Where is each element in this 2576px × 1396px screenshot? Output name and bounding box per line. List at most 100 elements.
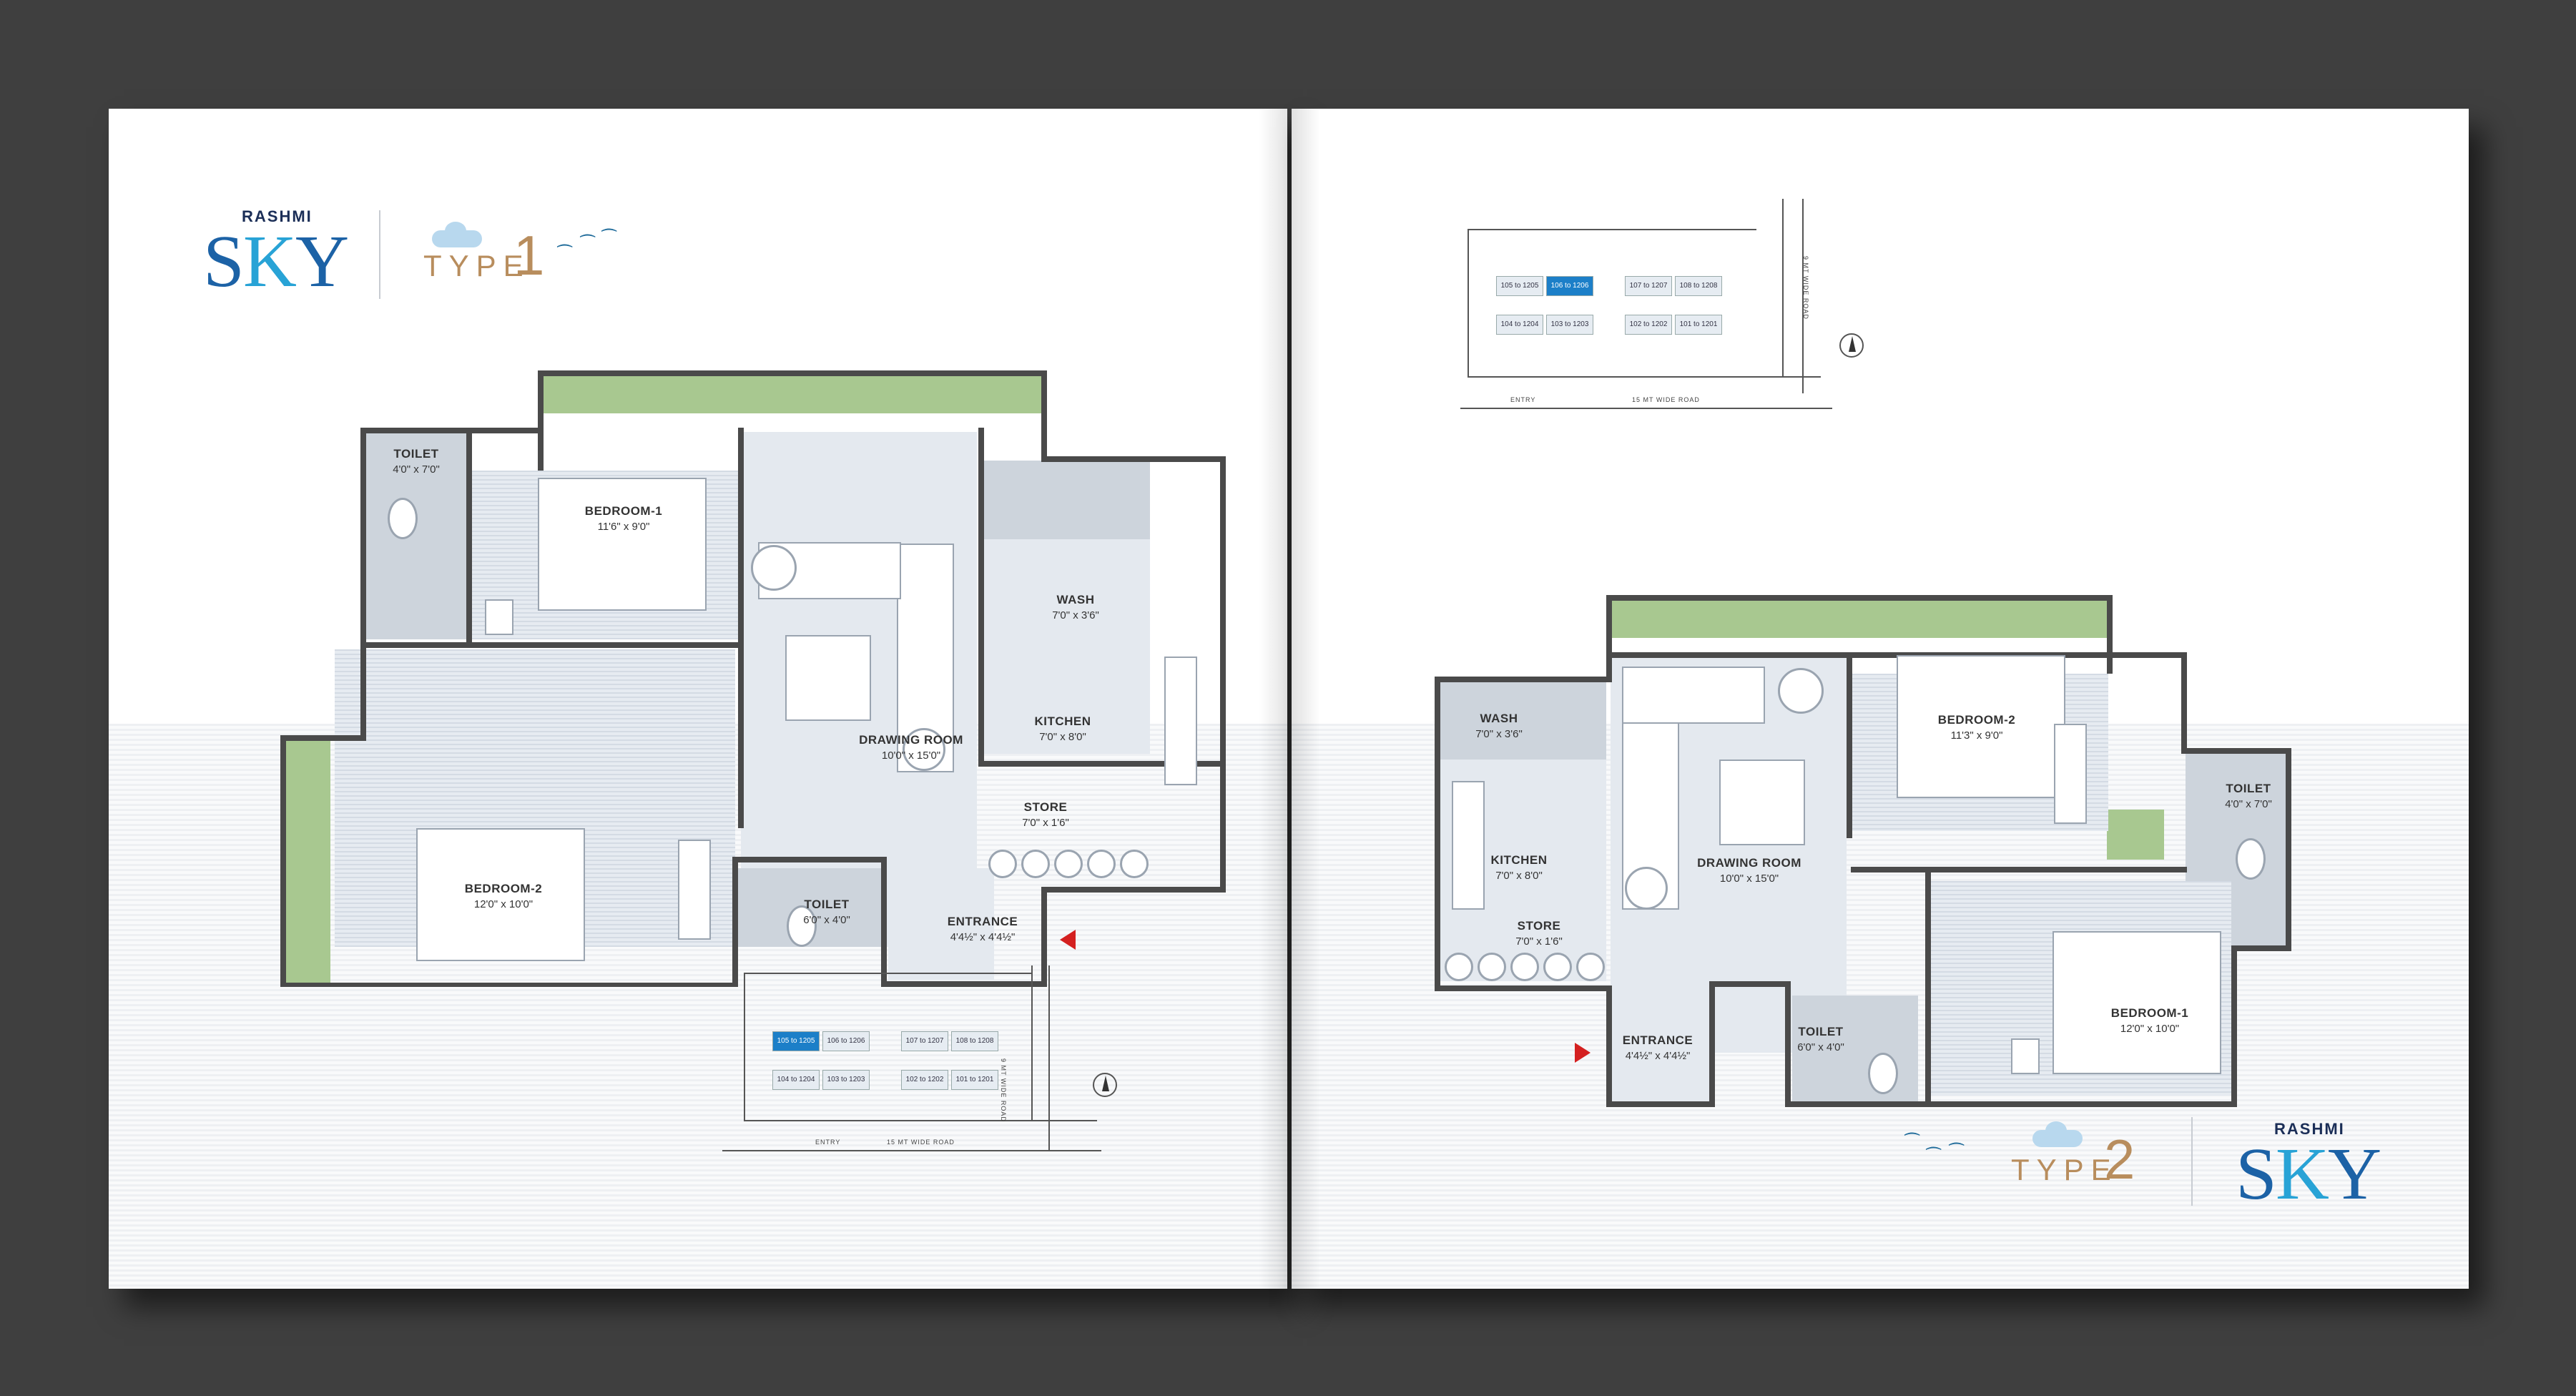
table (785, 635, 871, 721)
side-garden (2107, 810, 2164, 860)
north-arrow-icon (1093, 1073, 1117, 1097)
store-rack (1021, 850, 1050, 878)
wc-toilet (1868, 1053, 1898, 1094)
brand-logo: SKY (2236, 1137, 2381, 1211)
store-rack (1576, 953, 1605, 981)
bird-icon: ⁀ (602, 230, 616, 249)
type-word: TYPE (2011, 1153, 2118, 1186)
kitchen-counter (1164, 657, 1197, 785)
logo-letter-y: Y (295, 220, 349, 303)
logo-letter-s: S (2236, 1133, 2277, 1215)
unit-106-1206: 106 to 1206 (822, 1031, 870, 1051)
side-road-label: 9 MT WIDE ROAD (1000, 1058, 1007, 1122)
unit-101-1201: 101 to 1201 (951, 1070, 998, 1090)
store-rack (1087, 850, 1116, 878)
unit-104-1204: 104 to 1204 (1496, 315, 1543, 335)
brand-logo: SKY (203, 225, 349, 299)
round-table (751, 545, 797, 591)
unit-107-1207: 107 to 1207 (1625, 276, 1672, 296)
unit-106-1206: 106 to 1206 (1546, 276, 1593, 296)
entrance-floor (888, 868, 994, 980)
store-rack (988, 850, 1017, 878)
brand-sub: RASHMI (2274, 1120, 2345, 1138)
right-page: 105 to 1205 106 to 1206 107 to 1207 108 … (1292, 109, 2469, 1289)
unit-105-1205: 105 to 1205 (1496, 276, 1543, 296)
cloud-icon (2032, 1121, 2083, 1147)
bed-2 (1897, 655, 2065, 798)
unit-105-1205: 105 to 1205 (772, 1031, 820, 1051)
logo-separator (2191, 1117, 2193, 1206)
road-label: 15 MT WIDE ROAD (887, 1139, 955, 1146)
round-stool (1625, 867, 1668, 910)
wc-toilet (388, 498, 418, 539)
logo-letter-k: K (2275, 1133, 2329, 1215)
wc-toilet (787, 905, 817, 947)
bird-icon: ⁀ (1905, 1134, 1919, 1153)
logo-letter-s: S (203, 220, 245, 303)
balcony-garden (542, 370, 1043, 413)
balcony-garden (1611, 595, 2111, 638)
store-rack (1478, 953, 1506, 981)
bird-icon: ⁀ (558, 245, 572, 265)
road-label: 15 MT WIDE ROAD (1632, 396, 1700, 403)
store-rack (1054, 850, 1083, 878)
entrance-arrow-icon (1060, 930, 1076, 950)
entrance-arrow-icon (1575, 1043, 1591, 1063)
brand-sub: RASHMI (242, 207, 313, 225)
side-garden (280, 739, 330, 984)
unit-104-1204: 104 to 1204 (772, 1070, 820, 1090)
bird-icon: ⁀ (1927, 1148, 1941, 1167)
chair (485, 599, 513, 635)
unit-107-1207: 107 to 1207 (901, 1031, 948, 1051)
sofa-back (1622, 667, 1765, 724)
wardrobe (2054, 724, 2087, 824)
store-rack (1120, 850, 1149, 878)
unit-108-1208: 108 to 1208 (1675, 276, 1722, 296)
toilet-1-floor (366, 432, 466, 639)
type-word: TYPE (423, 249, 531, 282)
left-page: RASHMI SKY TYPE 1 ⁀ ⁀ ⁀ (109, 109, 1287, 1289)
store-rack (1445, 953, 1473, 981)
cloud-icon (432, 222, 482, 247)
unit-103-1203: 103 to 1203 (1546, 315, 1593, 335)
wardrobe (678, 840, 711, 940)
table (1719, 760, 1805, 845)
store-rack (1543, 953, 1572, 981)
type-number: 2 (2104, 1128, 2135, 1191)
wash-floor (984, 461, 1150, 539)
key-plan-type-2: 105 to 1205 106 to 1206 107 to 1207 108 … (1460, 199, 1968, 528)
round-table (1778, 668, 1824, 714)
logo-letter-k: K (242, 220, 297, 303)
bed-2 (416, 828, 585, 961)
key-plan-type-1: 105 to 1205 106 to 1206 107 to 1207 108 … (722, 965, 1244, 1289)
round-stool (903, 728, 945, 771)
store-rack (1510, 953, 1539, 981)
unit-103-1203: 103 to 1203 (822, 1070, 870, 1090)
bed-1 (538, 478, 707, 611)
entry-label: ENTRY (1510, 396, 1536, 403)
side-road-label: 9 MT WIDE ROAD (1802, 256, 1809, 320)
page-gutter-shadow (1292, 109, 1320, 1289)
sofa (897, 544, 954, 772)
unit-108-1208: 108 to 1208 (951, 1031, 998, 1051)
unit-102-1202: 102 to 1202 (1625, 315, 1672, 335)
north-arrow-icon (1839, 333, 1864, 358)
type-number: 1 (513, 224, 545, 287)
entrance-floor (1611, 981, 1711, 1103)
wc-toilet (2236, 838, 2266, 880)
